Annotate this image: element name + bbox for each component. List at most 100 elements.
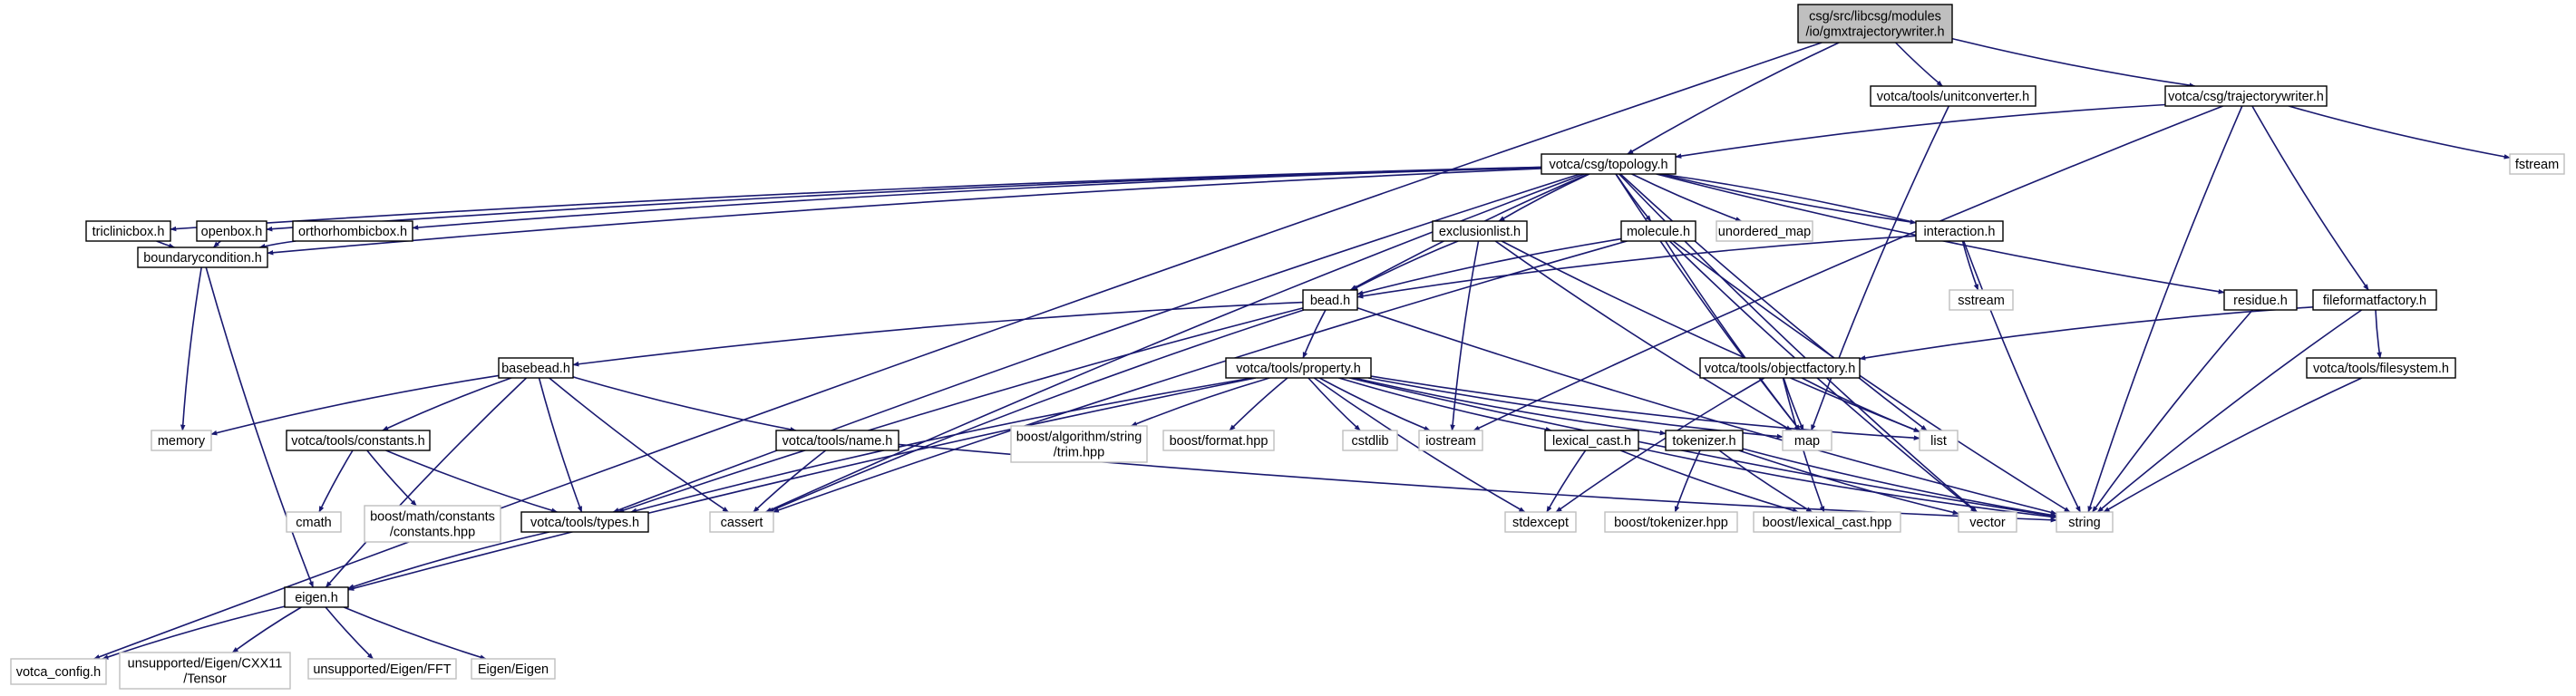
edge-basebead-to-memory bbox=[210, 374, 500, 436]
node-triclinicbox[interactable]: triclinicbox.h bbox=[85, 220, 171, 242]
node-exclusionlist[interactable]: exclusionlist.h bbox=[1432, 220, 1528, 242]
node-label: openbox.h bbox=[201, 225, 263, 239]
node-label: bead.h bbox=[1310, 294, 1350, 308]
node-box bbox=[196, 220, 267, 242]
node-cstdlib: cstdlib bbox=[1342, 430, 1398, 451]
node-label: stdexcept bbox=[1512, 516, 1569, 530]
edge-boundarycondition-to-eigen bbox=[205, 266, 315, 588]
node-boundarycondition[interactable]: boundarycondition.h bbox=[137, 246, 268, 268]
edge-tokenizer-to-vector bbox=[1738, 450, 1959, 516]
node-boost-constants: boost/math/constants/constants.hpp bbox=[364, 505, 501, 543]
node-filesystem[interactable]: votca/tools/filesystem.h bbox=[2306, 357, 2456, 379]
edge-eigen-to-eigen_fft bbox=[325, 606, 374, 660]
node-votca-config: votca_config.h bbox=[10, 658, 107, 685]
edge-root-to-topology bbox=[1627, 42, 1840, 155]
node-label: unordered_map bbox=[1718, 225, 1811, 239]
node-label: boost/lexical_cast.hpp bbox=[1763, 516, 1892, 530]
edge-fileformatfactory-to-filesystem bbox=[2375, 309, 2382, 359]
edge-root-to-unitconverter bbox=[1895, 42, 1943, 87]
node-label: lexical_cast.h bbox=[1552, 434, 1631, 449]
node-label: sstream bbox=[1958, 294, 2005, 308]
node-label: votca/tools/filesystem.h bbox=[2313, 362, 2449, 376]
node-label: /constants.hpp bbox=[390, 526, 475, 540]
node-label: votca/csg/topology.h bbox=[1549, 158, 1667, 172]
node-label: votca/csg/trajectorywriter.h bbox=[2168, 90, 2324, 104]
node-label: csg/src/libcsg/modules bbox=[1809, 10, 1941, 24]
edge-fileformatfactory-to-objectfactory bbox=[1859, 306, 2314, 361]
edge-basebead-to-name bbox=[572, 376, 797, 432]
edge-interaction-to-topology bbox=[1659, 172, 1917, 224]
node-label: iostream bbox=[1425, 434, 1476, 449]
node-box bbox=[1665, 430, 1744, 451]
node-label: triclinicbox.h bbox=[92, 225, 165, 239]
node-label: basebead.h bbox=[501, 362, 570, 376]
node-map: map bbox=[1782, 430, 1832, 451]
node-property[interactable]: votca/tools/property.h bbox=[1225, 357, 1372, 379]
edge-bead-to-types bbox=[617, 307, 1304, 513]
node-label: boost/format.hpp bbox=[1170, 434, 1269, 449]
edge-exclusionlist-to-bead bbox=[1351, 240, 1459, 291]
node-basebead[interactable]: basebead.h bbox=[498, 357, 574, 379]
edge-bead-to-cassert bbox=[767, 309, 1305, 513]
node-root[interactable]: csg/src/libcsg/modules/io/gmxtrajectoryw… bbox=[1797, 4, 1953, 44]
edge-topology-to-interaction bbox=[1660, 173, 1917, 225]
node-residue[interactable]: residue.h bbox=[2223, 289, 2298, 311]
node-orthorhombicbox[interactable]: orthorhombicbox.h bbox=[292, 220, 413, 242]
edge-property-to-tokenizer bbox=[1354, 377, 1667, 436]
node-objectfactory[interactable]: votca/tools/objectfactory.h bbox=[1699, 357, 1861, 379]
edge-molecule-to-vector bbox=[1668, 240, 1978, 513]
node-box bbox=[2056, 511, 2114, 533]
node-constants[interactable]: votca/tools/constants.h bbox=[286, 430, 431, 451]
node-label: boundarycondition.h bbox=[143, 251, 262, 266]
edge-triclinicbox-to-boundarycondition bbox=[156, 240, 176, 248]
node-box bbox=[151, 430, 212, 451]
node-box bbox=[1958, 511, 2017, 533]
node-boost-format: boost/format.hpp bbox=[1162, 430, 1275, 451]
node-molecule[interactable]: molecule.h bbox=[1620, 220, 1696, 242]
node-interaction[interactable]: interaction.h bbox=[1915, 220, 2004, 242]
edge-molecule-to-cassert bbox=[772, 240, 1628, 513]
node-box bbox=[1418, 430, 1483, 451]
node-stdexcept: stdexcept bbox=[1504, 511, 1577, 533]
node-label: cassert bbox=[721, 516, 763, 530]
node-lexical-cast[interactable]: lexical_cast.h bbox=[1544, 430, 1639, 451]
edge-topology-to-exclusionlist bbox=[1498, 173, 1590, 222]
node-box bbox=[520, 511, 649, 533]
edge-objectfactory-to-stdexcept bbox=[1555, 377, 1765, 513]
node-box bbox=[1010, 425, 1148, 463]
node-fstream: fstream bbox=[2509, 153, 2565, 175]
node-trajectorywriter[interactable]: votca/csg/trajectorywriter.h bbox=[2164, 85, 2328, 107]
node-box bbox=[1915, 220, 2004, 242]
node-label: exclusionlist.h bbox=[1439, 225, 1521, 239]
node-label: votca/tools/unitconverter.h bbox=[1877, 90, 2029, 104]
node-openbox[interactable]: openbox.h bbox=[196, 220, 267, 242]
node-box bbox=[1782, 430, 1832, 451]
node-box bbox=[1504, 511, 1577, 533]
node-topology[interactable]: votca/csg/topology.h bbox=[1541, 153, 1677, 175]
node-fileformatfactory[interactable]: fileformatfactory.h bbox=[2312, 289, 2437, 311]
edge-molecule-to-map bbox=[1665, 240, 1801, 431]
node-box bbox=[2164, 85, 2328, 107]
node-name[interactable]: votca/tools/name.h bbox=[775, 430, 899, 451]
node-bead[interactable]: bead.h bbox=[1302, 289, 1358, 311]
node-box bbox=[709, 511, 774, 533]
node-unitconverter[interactable]: votca/tools/unitconverter.h bbox=[1870, 85, 2036, 107]
edge-lexical_cast-to-stdexcept bbox=[1546, 450, 1587, 513]
edge-root-to-trajectorywriter bbox=[1951, 37, 2196, 88]
edge-molecule-to-string bbox=[1672, 240, 2071, 513]
node-label: map bbox=[1794, 434, 1820, 449]
node-box bbox=[1949, 289, 2014, 311]
node-string: string bbox=[2056, 511, 2114, 533]
node-boost-lexical-cast: boost/lexical_cast.hpp bbox=[1753, 511, 1901, 533]
edge-trajectorywriter-to-topology bbox=[1675, 103, 2166, 159]
node-cassert: cassert bbox=[709, 511, 774, 533]
node-label: unsupported/Eigen/CXX11 bbox=[128, 657, 283, 672]
node-types[interactable]: votca/tools/types.h bbox=[520, 511, 649, 533]
node-eigen[interactable]: eigen.h bbox=[284, 586, 349, 608]
node-box bbox=[1302, 289, 1358, 311]
edge-topology-to-unordered_map bbox=[1631, 173, 1743, 222]
node-tokenizer[interactable]: tokenizer.h bbox=[1665, 430, 1744, 451]
node-box bbox=[85, 220, 171, 242]
edge-name-to-cassert bbox=[753, 450, 827, 513]
